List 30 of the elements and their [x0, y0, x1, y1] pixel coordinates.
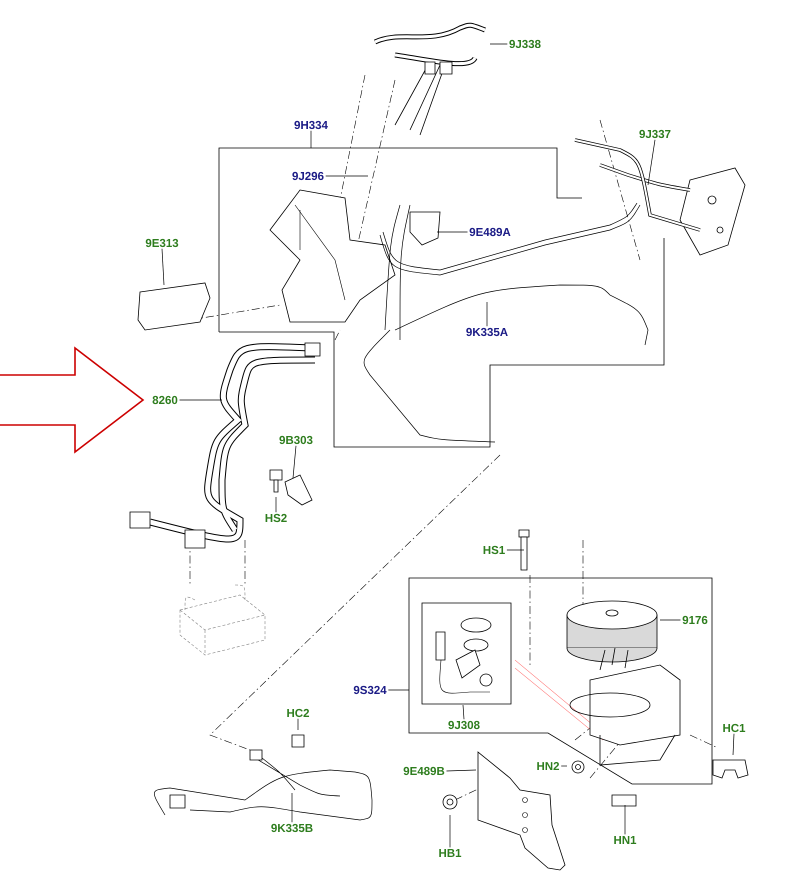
callout-label: 9E489B: [404, 766, 444, 776]
leader-line: [446, 770, 476, 772]
leader-line: [648, 139, 656, 186]
callout-label: 9E489A: [470, 228, 510, 236]
leader-line: [486, 302, 488, 327]
leader-line: [732, 733, 734, 756]
leader-line: [624, 804, 626, 835]
callout-label: 8260: [152, 396, 178, 404]
callout-label: 9H334: [294, 120, 328, 130]
callout-label: HC2: [287, 708, 310, 718]
leader-line: [310, 130, 312, 148]
callout-label: 9E313: [146, 238, 178, 248]
leader-line: [292, 445, 296, 478]
callout-label: 9S324: [354, 686, 387, 694]
leader-line: [462, 704, 464, 720]
leader-line: [162, 248, 164, 286]
callout-label: 9J296: [292, 172, 324, 180]
callout-label: 9K335B: [271, 824, 313, 832]
callout-label: 9J308: [448, 720, 480, 730]
callout-label: 9B303: [279, 436, 313, 444]
callout-label: 9K335A: [466, 328, 508, 336]
callout-label: HC1: [723, 724, 746, 732]
callout-label: 9176: [682, 616, 708, 624]
callout-label: HS1: [484, 546, 505, 554]
callout-label: HB1: [439, 849, 462, 857]
callout-label: HS2: [266, 514, 287, 522]
callout-label: 9J338: [509, 40, 541, 48]
callout-label: 9J337: [639, 130, 670, 138]
callout-label: HN2: [537, 762, 560, 770]
callout-label: HN1: [614, 836, 636, 844]
